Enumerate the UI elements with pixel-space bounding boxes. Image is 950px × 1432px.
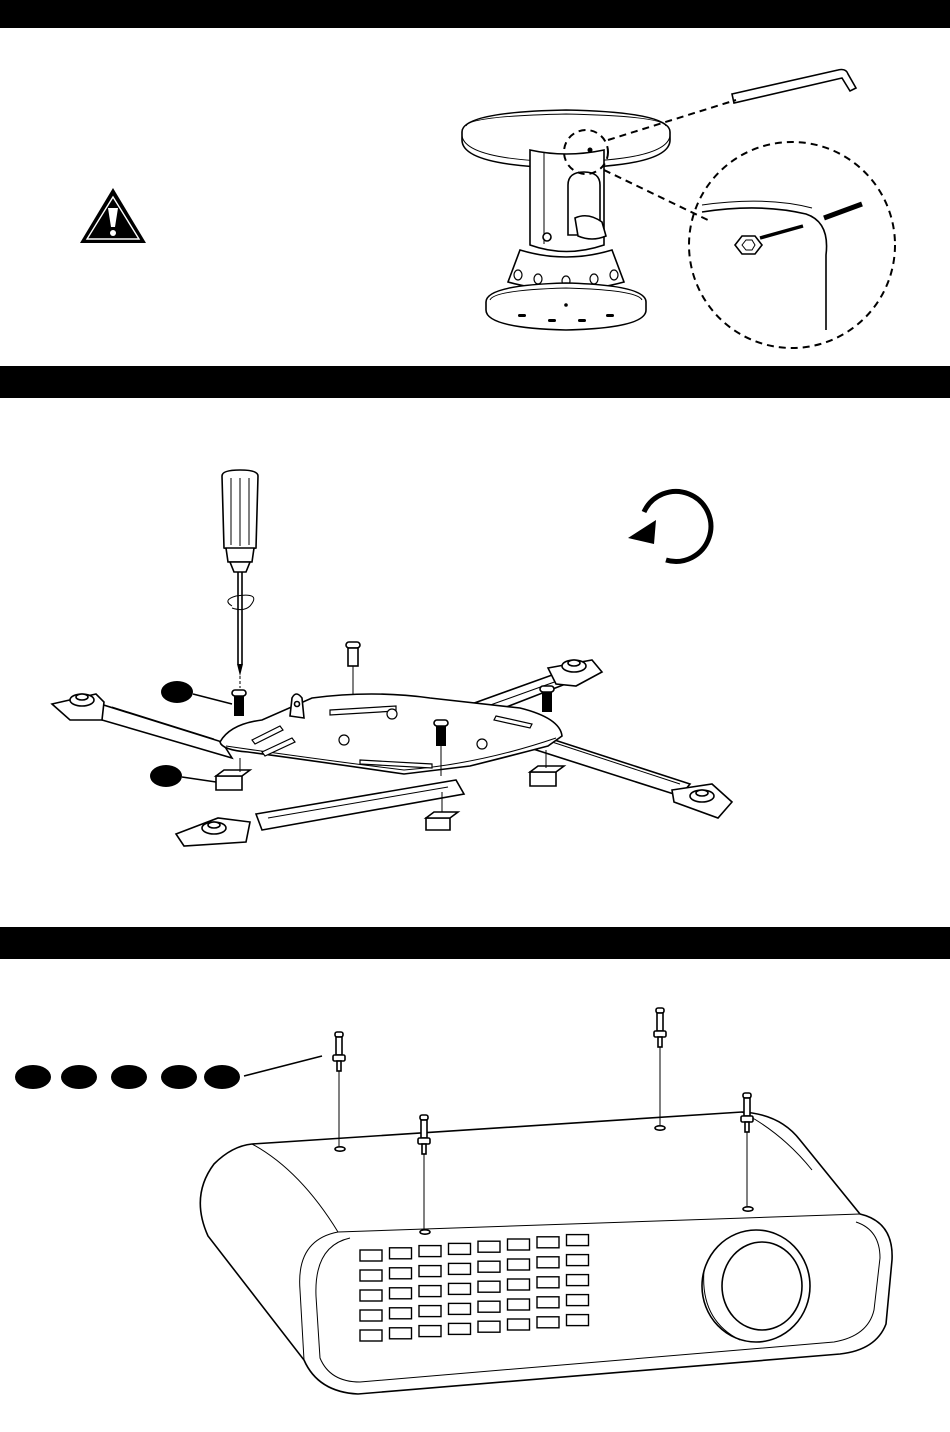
vent-slot: [478, 1301, 500, 1312]
vent-slot: [478, 1321, 500, 1332]
vent-slot: [419, 1306, 441, 1317]
vent-slot: [567, 1235, 589, 1246]
vent-slot: [537, 1277, 559, 1288]
screwdriver-icon: [222, 470, 258, 688]
screw-left: [232, 690, 246, 716]
vent-slot: [390, 1288, 412, 1299]
screw-top: [346, 642, 360, 694]
ceiling-mount-illustration: [462, 110, 670, 330]
vent-slot: [478, 1261, 500, 1272]
vent-slot: [449, 1303, 471, 1314]
vent-slot: [567, 1315, 589, 1326]
vent-slot: [419, 1326, 441, 1337]
part-callouts-step-3: [15, 1056, 322, 1089]
vent-slot: [449, 1243, 471, 1254]
rotate-clockwise-icon: [628, 491, 711, 561]
vent-slot: [537, 1257, 559, 1268]
vent-slot: [567, 1295, 589, 1306]
vent-slot: [360, 1310, 382, 1321]
bolt-3: [654, 1008, 666, 1125]
vent-slot: [537, 1297, 559, 1308]
set-screw-detail-callout: [689, 142, 895, 348]
vent-slot: [449, 1323, 471, 1334]
vent-slot: [508, 1239, 530, 1250]
vent-slot: [360, 1290, 382, 1301]
screw-right: [540, 686, 554, 712]
vent-slot: [449, 1263, 471, 1274]
vent-slot: [360, 1330, 382, 1341]
warning-triangle-icon: [80, 188, 146, 243]
vent-slot: [390, 1328, 412, 1339]
vent-slot: [537, 1237, 559, 1248]
allen-key-icon: [732, 70, 856, 104]
vent-slot: [390, 1268, 412, 1279]
bolt-1: [333, 1032, 345, 1146]
vent-slot: [478, 1241, 500, 1252]
vent-slot: [508, 1259, 530, 1270]
vent-slot: [419, 1286, 441, 1297]
vent-slot: [360, 1250, 382, 1261]
vent-slot: [537, 1317, 559, 1328]
vent-slot: [419, 1246, 441, 1257]
vent-slot: [567, 1255, 589, 1266]
vent-slot: [360, 1270, 382, 1281]
vent-slot: [508, 1319, 530, 1330]
vent-slot: [449, 1283, 471, 1294]
vent-slot: [419, 1266, 441, 1277]
vent-slot: [478, 1281, 500, 1292]
projector-illustration: [200, 1112, 892, 1394]
vent-slot: [508, 1279, 530, 1290]
vent-slot: [567, 1275, 589, 1286]
vent-slot: [390, 1308, 412, 1319]
universal-projector-bracket: [52, 660, 732, 846]
vent-slot: [508, 1299, 530, 1310]
vent-slot: [390, 1248, 412, 1259]
